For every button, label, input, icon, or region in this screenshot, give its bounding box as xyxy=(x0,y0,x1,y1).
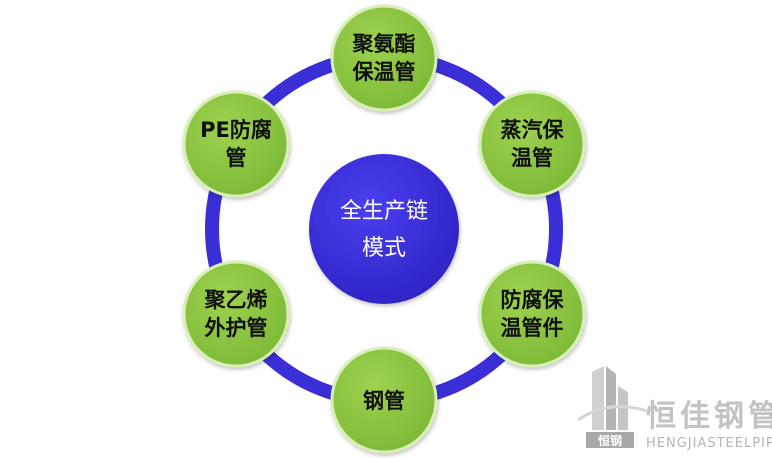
logo-chinese-name: 恒佳钢管 xyxy=(646,399,772,434)
node-label-line-2: 温管件 xyxy=(501,316,564,340)
node-circle xyxy=(330,4,438,112)
node-label-line-1: 钢管 xyxy=(363,389,405,413)
node-label-line-1: PE防腐 xyxy=(200,118,272,142)
logo-english-name: HENGJIASTEELPIPE xyxy=(646,436,772,451)
node-pu-insulation-pipe: 聚氨酯 保温管 xyxy=(330,4,438,112)
node-circle xyxy=(478,90,586,198)
node-label-line-2: 温管 xyxy=(511,146,553,170)
center-circle xyxy=(309,154,459,304)
logo-badge-text: 恒钢 xyxy=(598,433,622,448)
node-label-line-1: 聚氨酯 xyxy=(352,32,416,56)
node-circle xyxy=(478,260,586,368)
company-logo: 恒钢 恒佳钢管 HENGJIASTEELPIPE xyxy=(577,366,772,451)
node-steel-pipe: 钢管 xyxy=(330,346,438,454)
node-label-line-1: 聚乙烯 xyxy=(204,288,268,312)
node-label-line-1: 蒸汽保 xyxy=(501,118,565,142)
center-label-line-2: 模式 xyxy=(362,236,406,261)
node-circle xyxy=(182,90,290,198)
node-circle xyxy=(330,346,438,454)
node-label-line-1: 防腐保 xyxy=(501,288,565,312)
node-pe-outer-jacket-pipe: 聚乙烯 外护管 xyxy=(182,260,290,368)
node-label-line-2: 管 xyxy=(226,146,247,170)
node-steam-insulation-pipe: 蒸汽保 温管 xyxy=(478,90,586,198)
node-label-line-2: 外护管 xyxy=(205,316,268,340)
node-label-line-2: 保温管 xyxy=(352,60,416,84)
node-anticorrosion-insulation-fittings: 防腐保 温管件 xyxy=(478,260,586,368)
center-label-line-1: 全生产链 xyxy=(340,199,428,224)
node-circle xyxy=(182,260,290,368)
building-logo-icon xyxy=(577,366,651,448)
node-pe-anticorrosion-pipe: PE防腐 管 xyxy=(182,90,290,198)
center-node: 全生产链 模式 xyxy=(309,154,459,304)
